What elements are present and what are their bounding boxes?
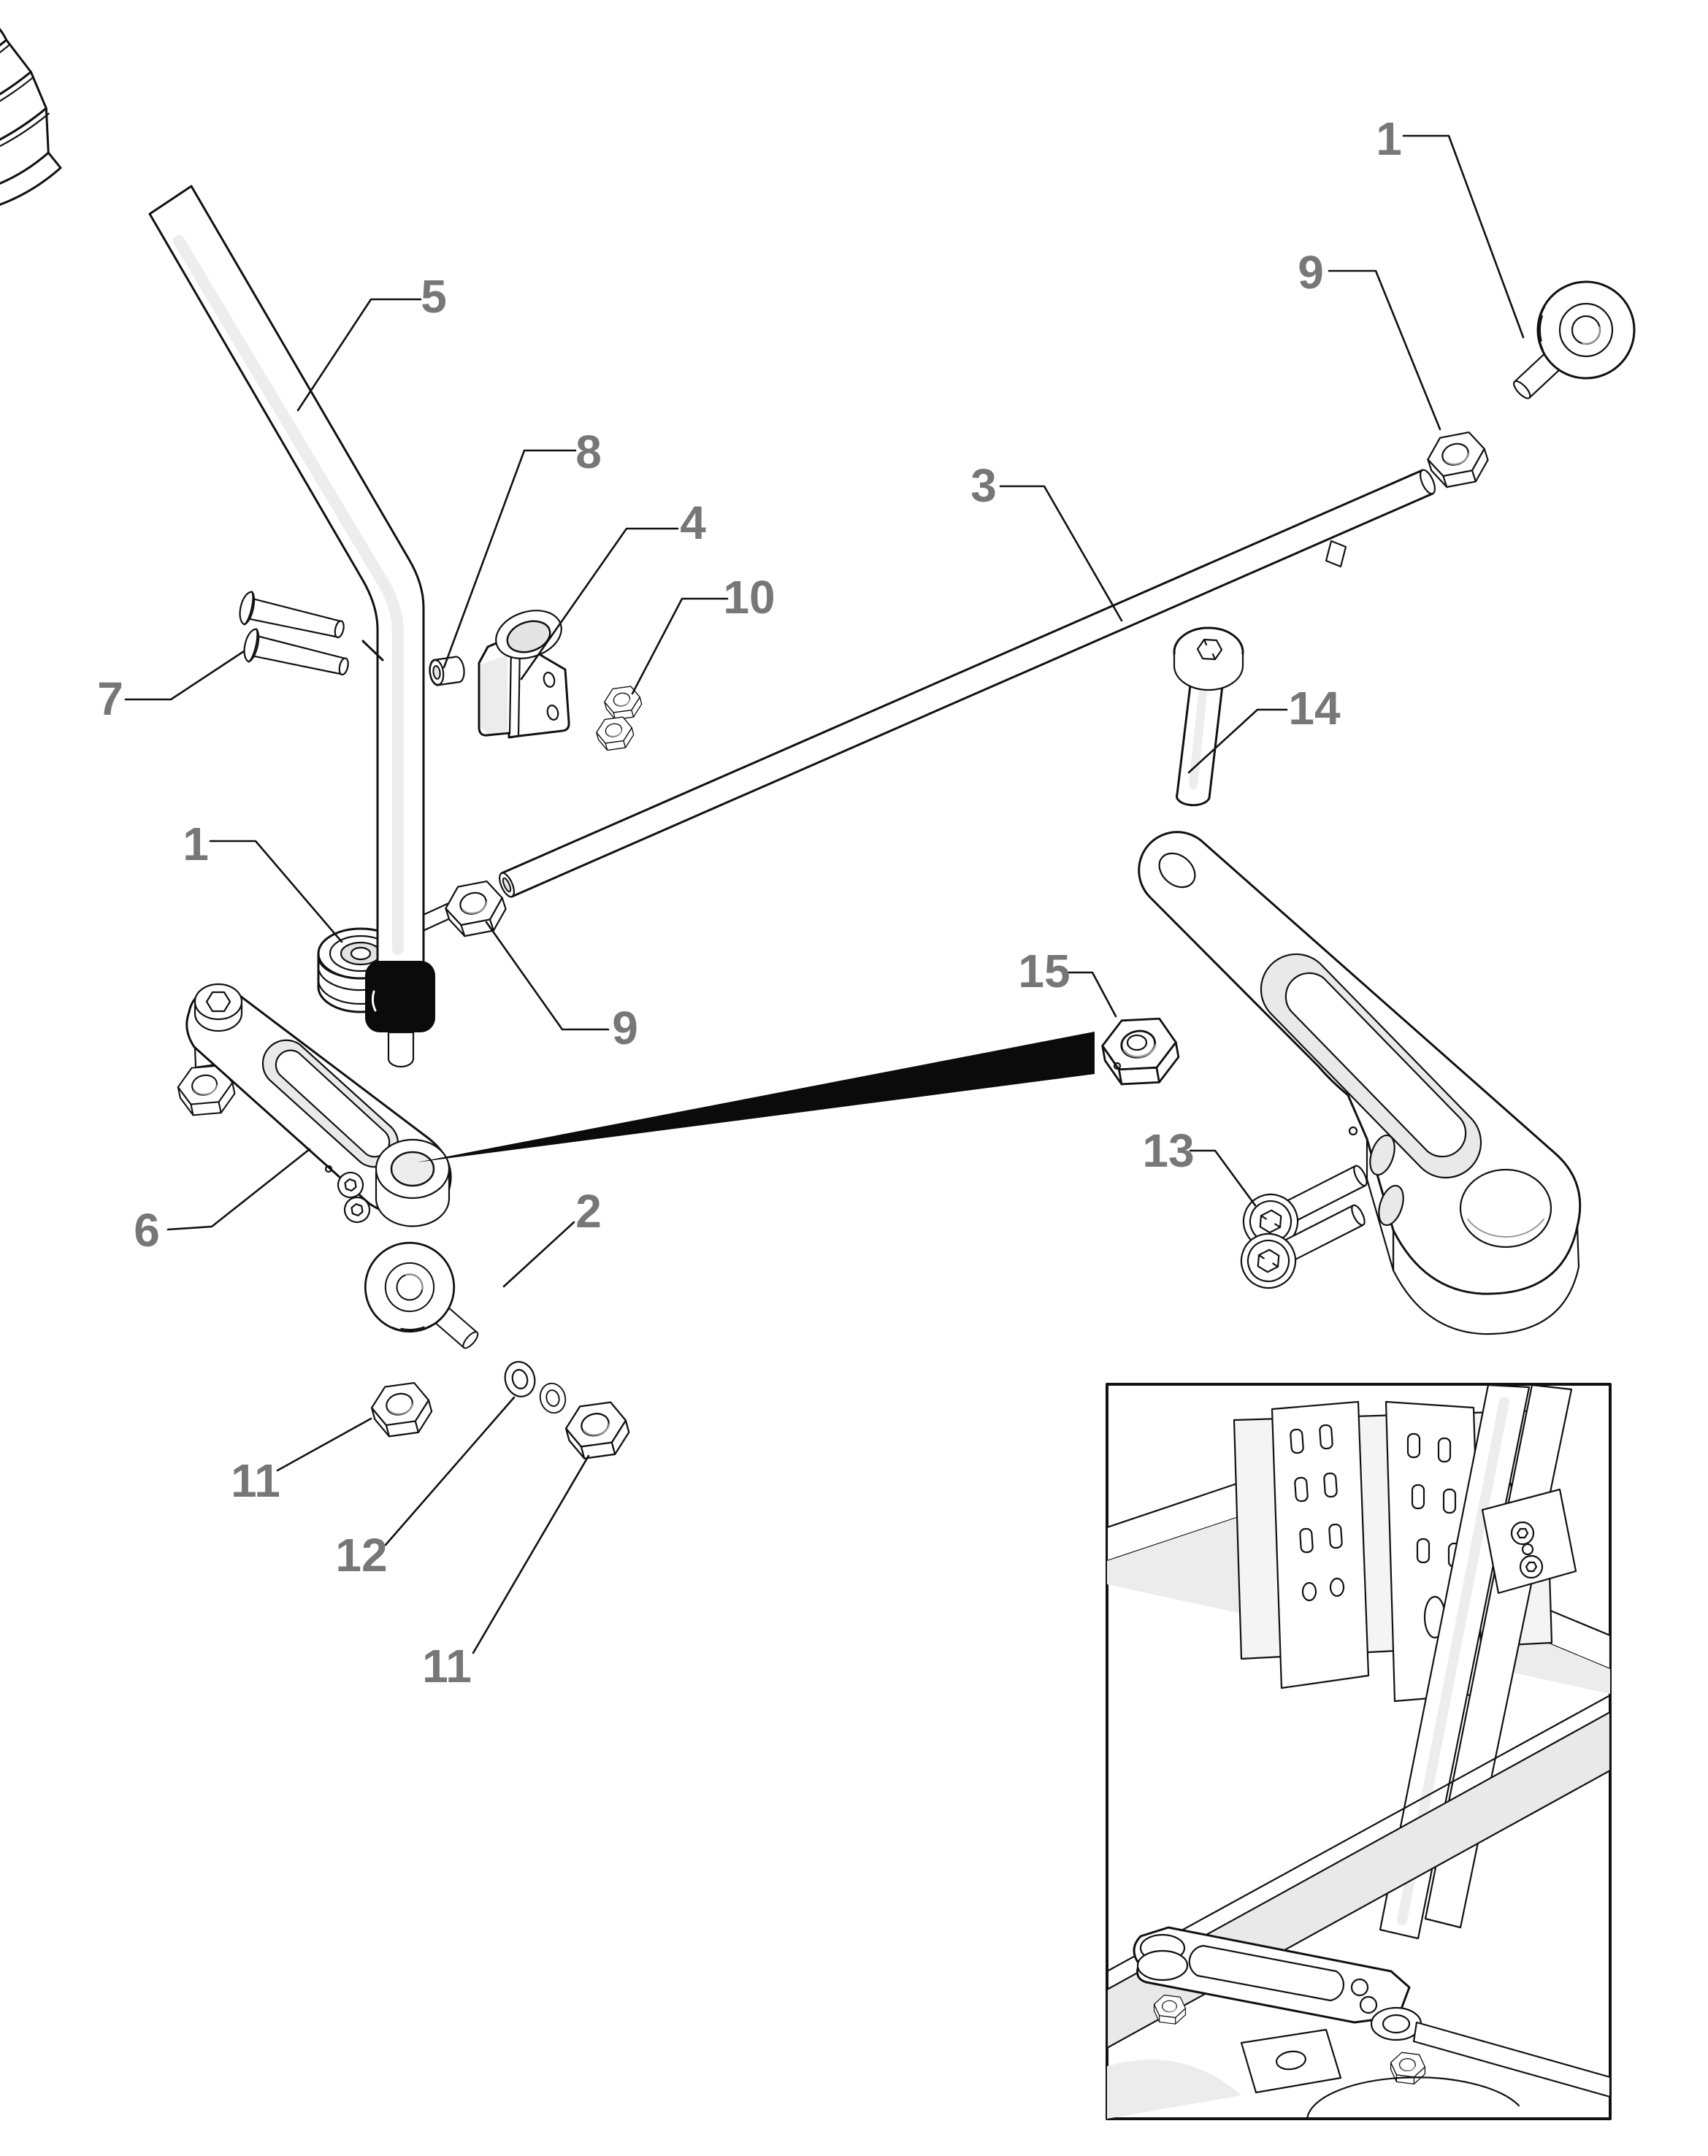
inset-shift-arm (1133, 1926, 1426, 2085)
part-gear-lever (0, 9, 467, 1068)
callout-14-pivot-bolt: 14 (1288, 682, 1341, 734)
callout-9-rod-nut-upper: 9 (1298, 246, 1324, 299)
lever-threaded-stub (387, 1031, 415, 1068)
callout-5-gear-lever: 5 (421, 270, 447, 323)
callout-15-pivot-locknut: 15 (1018, 945, 1070, 997)
part-washer-1 (500, 1357, 540, 1401)
pointer-wedge (417, 1032, 1095, 1162)
callout-1-rod-end-upper: 1 (1376, 112, 1402, 165)
callout-7-pins: 7 (97, 672, 123, 725)
callout-8-spacer: 8 (575, 426, 602, 478)
part-shift-rod (499, 469, 1436, 898)
part-clamp-block (478, 610, 570, 739)
callout-13-arm-bolts: 13 (1142, 1124, 1194, 1177)
part-clamp-nut-2 (593, 713, 637, 755)
callout-10-clamp-nuts: 10 (723, 571, 775, 624)
part-pivot-locknut (1098, 1010, 1184, 1092)
callout-9-rod-nut-lower: 9 (612, 1002, 638, 1054)
part-shift-arm (174, 983, 452, 1227)
part-large-arm (1138, 831, 1582, 1335)
callout-1-lever-bearing: 1 (183, 818, 209, 870)
inset-assembled-view (1106, 1383, 1612, 2120)
part-rod-end-nut-left (366, 1376, 437, 1443)
lever-knob (0, 9, 62, 215)
inset-clamp-bracket (1481, 1488, 1577, 1595)
part-arm-rod-end (345, 1223, 504, 1378)
lever-grip (365, 961, 435, 1032)
rod-adjuster-notch (1325, 540, 1347, 568)
part-washer-2 (536, 1379, 570, 1417)
callout-12-washers: 12 (335, 1529, 387, 1581)
callout-11-nut-right: 11 (422, 1640, 472, 1692)
part-pivot-bolt (1173, 626, 1244, 807)
part-rod-end-upper (1485, 261, 1655, 429)
inset-gusset-plate-a (1271, 1400, 1370, 1689)
lever-tube-highlight (173, 235, 404, 955)
callout-2-arm-rod-end: 2 (575, 1185, 602, 1238)
lever-tube-break-mark (361, 640, 384, 661)
part-spacer-bushing (429, 656, 465, 686)
inset-rod (1412, 2021, 1610, 2098)
callout-6-shift-arm: 6 (134, 1204, 160, 1257)
callout-4-clamp-block: 4 (680, 496, 706, 549)
grip-highlight (371, 990, 377, 1012)
callout-3-shift-rod: 3 (970, 459, 997, 512)
callout-labels: 5 8 4 10 7 1 9 6 2 11 12 11 1 9 3 14 15 … (97, 112, 1402, 1692)
part-rod-end-nut-right (560, 1395, 635, 1466)
leader-lines (124, 134, 1525, 1654)
callout-11-nut-left: 11 (231, 1454, 280, 1507)
